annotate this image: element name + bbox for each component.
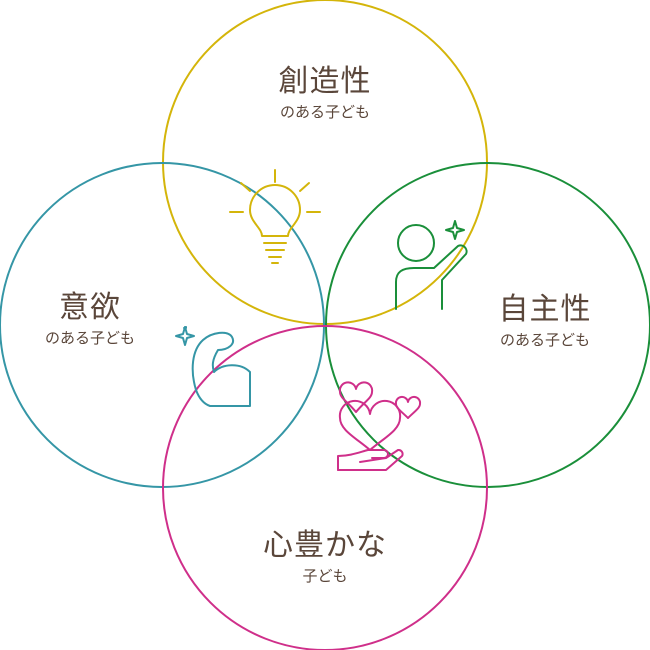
label-heart: 心豊かな 子ども xyxy=(225,528,425,586)
hearts-in-hand-icon xyxy=(337,381,422,471)
lightbulb-icon xyxy=(229,169,321,264)
title-heart: 心豊かな xyxy=(263,528,387,563)
label-motivation: 意欲 のある子ども xyxy=(0,290,190,348)
label-creative: 創造性 のある子ども xyxy=(225,64,425,122)
autonomy-circle xyxy=(325,162,650,488)
subtitle-autonomy: のある子ども xyxy=(499,331,590,349)
subtitle-creative: のある子ども xyxy=(279,103,370,121)
person-raising-hand-icon xyxy=(395,220,468,310)
subtitle-motivation: のある子ども xyxy=(44,329,135,347)
motivation-circle xyxy=(0,162,325,488)
title-autonomy: 自主性 xyxy=(498,292,592,327)
flexed-arm-icon xyxy=(175,326,251,407)
title-motivation: 意欲 xyxy=(59,290,121,325)
label-autonomy: 自主性 のある子ども xyxy=(445,292,645,350)
subtitle-heart: 子ども xyxy=(302,567,348,585)
heart-circle xyxy=(162,325,488,650)
creative-circle xyxy=(162,0,488,325)
title-creative: 創造性 xyxy=(278,64,372,99)
